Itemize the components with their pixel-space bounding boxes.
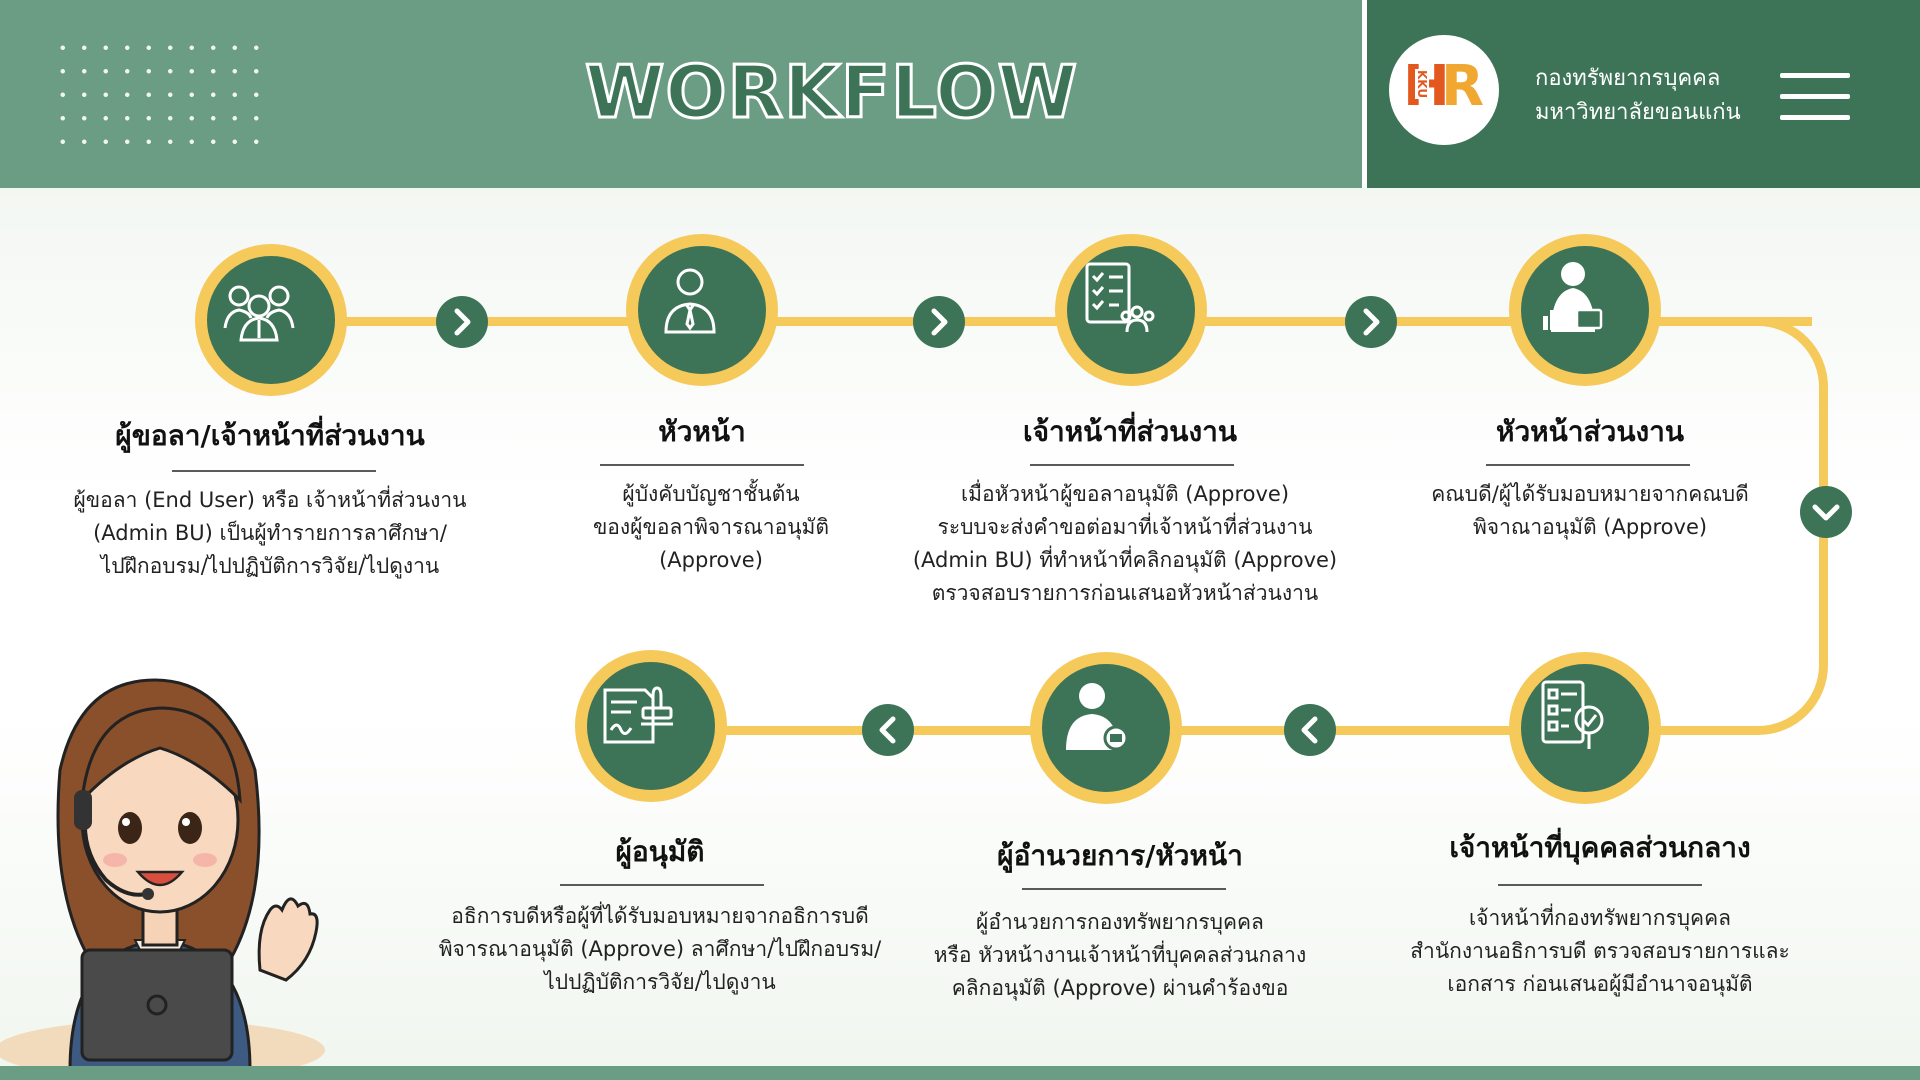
step-1-divider	[172, 470, 376, 472]
next-arrow-3	[1345, 296, 1397, 348]
chevron-right-icon	[1363, 308, 1380, 336]
step-4-divider	[1486, 464, 1690, 466]
step-1-title: ผู้ขอลา/เจ้าหน้าที่ส่วนงาน	[115, 419, 425, 452]
step-3-divider	[1030, 464, 1234, 466]
org-name-line1: กองทรัพยากรบุคคล	[1535, 66, 1721, 91]
director-icon	[1066, 683, 1129, 751]
step-7-circle	[575, 650, 727, 802]
logo-letter-r: R	[1441, 54, 1485, 119]
step-5-divider	[1498, 884, 1702, 886]
group-users-icon	[223, 285, 295, 342]
page-title: WORKFLOW	[584, 49, 1079, 136]
header: WORKFLOW H KKU R กองทรัพยากรบุคคล มหาวิท…	[0, 0, 1920, 188]
step-5-description: เจ้าหน้าที่กองทรัพยากรบุคคล สำนักงานอธิก…	[1410, 906, 1790, 996]
step-2-circle	[626, 234, 778, 386]
step-2-title: หัวหน้า	[658, 415, 746, 448]
step-7-title: ผู้อนุมัติ	[615, 835, 705, 868]
step-7-divider	[560, 884, 764, 886]
step-5-circle	[1509, 652, 1661, 804]
step-5-title: เจ้าหน้าที่บุคคลส่วนกลาง	[1449, 831, 1751, 864]
chevron-right-icon	[454, 308, 471, 336]
manager-icon	[664, 268, 716, 334]
menu-icon[interactable]	[1780, 73, 1850, 121]
step-4-circle	[1509, 234, 1661, 386]
dot-pattern	[52, 36, 267, 154]
next-arrow-1	[436, 296, 488, 348]
step-2-divider	[600, 464, 804, 466]
checklist-team-icon	[1085, 262, 1155, 333]
step-6-circle	[1030, 652, 1182, 804]
chevron-left-icon	[1301, 716, 1318, 744]
track-top	[272, 317, 1812, 326]
step-3-description: เมื่อหัวหน้าผู้ขอลาอนุมัติ (Approve) ระบ…	[912, 482, 1338, 605]
support-agent-illustration	[0, 678, 325, 1070]
stamp-approve-icon	[603, 686, 673, 744]
step-1-circle	[195, 244, 347, 396]
step-6-divider	[1022, 888, 1226, 890]
logo-kku-text: KKU	[1415, 69, 1429, 100]
step-2-description: ผู้บังคับบัญชาชั้นต้น ของผู้ขอลาพิจารณาอ…	[592, 482, 830, 572]
step-3-title: เจ้าหน้าที่ส่วนงาน	[1023, 415, 1237, 448]
next-arrow-down	[1800, 486, 1852, 538]
executive-icon	[1543, 262, 1603, 332]
step-1-description: ผู้ขอลา (End User) หรือ เจ้าหน้าที่ส่วนง…	[73, 488, 467, 578]
document-review-icon	[1541, 680, 1604, 749]
step-4-description: คณบดี/ผู้ได้รับมอบหมายจากคณบดี พิจาณาอนุ…	[1431, 482, 1749, 539]
hr-kku-logo: H KKU R	[1389, 35, 1499, 145]
step-4-title: หัวหน้าส่วนงาน	[1496, 415, 1684, 448]
step-7-description: อธิการบดีหรือผู้ที่ได้รับมอบหมายจากอธิกา…	[438, 904, 882, 994]
header-divider	[1362, 0, 1367, 188]
step-6-description: ผู้อำนวยการกองทรัพยากรบุคคล หรือ หัวหน้า…	[933, 910, 1307, 1000]
chevron-left-icon	[879, 716, 896, 744]
step-3-circle	[1055, 234, 1207, 386]
chevron-right-icon	[931, 308, 948, 336]
chevron-down-icon	[1812, 504, 1840, 521]
next-arrow-2	[913, 296, 965, 348]
header-left-panel: WORKFLOW	[0, 0, 1362, 188]
org-name: กองทรัพยากรบุคคล มหาวิทยาลัยขอนแก่น	[1535, 62, 1741, 130]
org-name-line2: มหาวิทยาลัยขอนแก่น	[1535, 100, 1741, 125]
step-6-title: ผู้อำนวยการ/หัวหน้า	[997, 839, 1243, 872]
footer-bar	[0, 1066, 1920, 1080]
next-arrow-left-1	[1284, 704, 1336, 756]
next-arrow-left-2	[862, 704, 914, 756]
